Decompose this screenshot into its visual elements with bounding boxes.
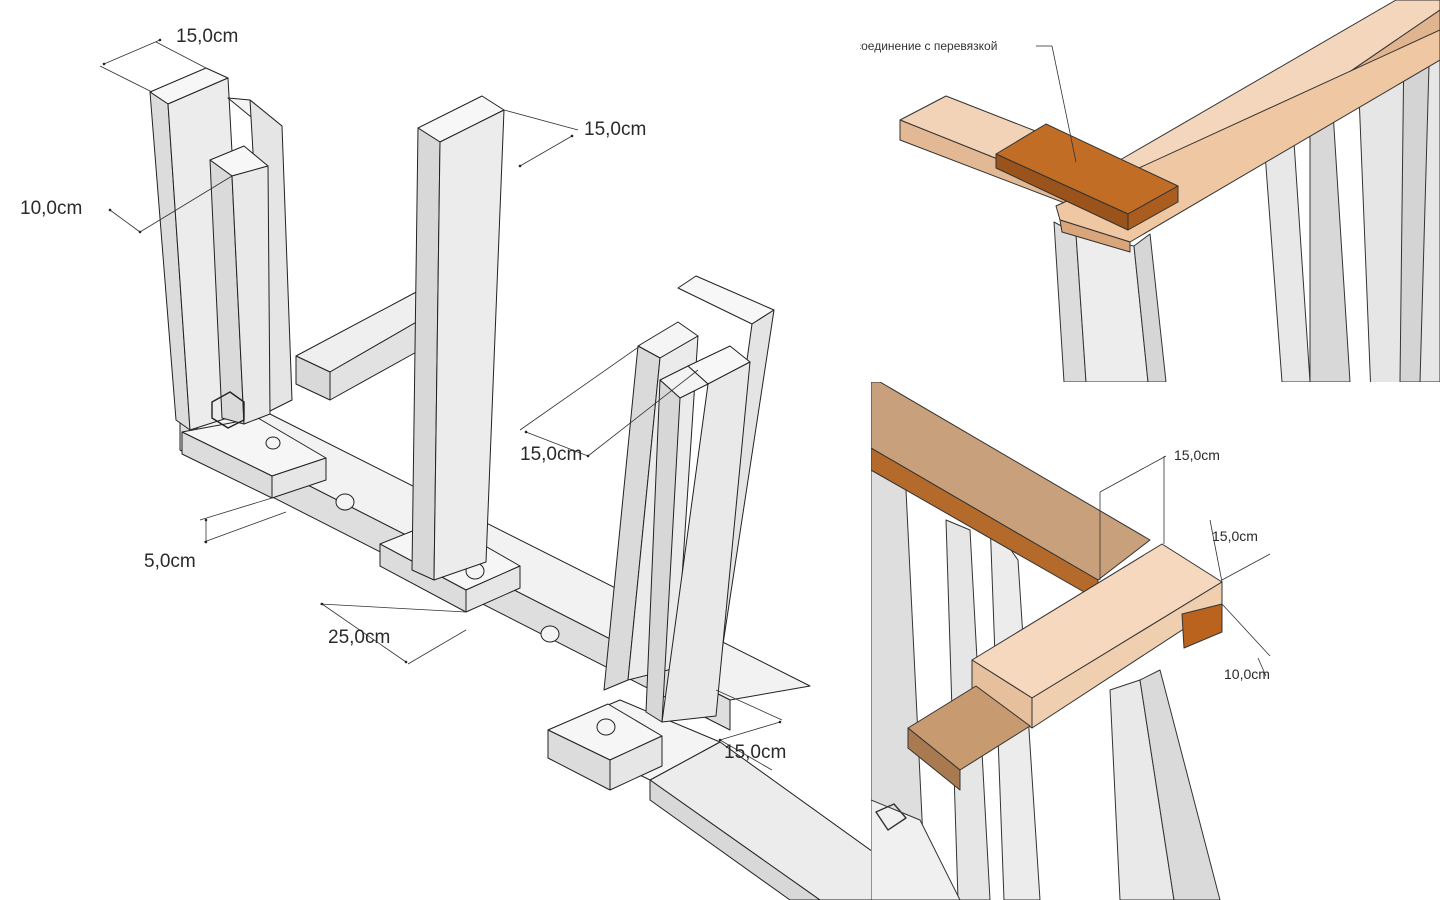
back-rail — [295, 289, 421, 401]
dim-beam-thickness: 5,0cm — [144, 551, 196, 572]
dim-right-post-width: 15,0cm — [520, 444, 582, 465]
inset-dim-top-width-b: 15,0cm — [1212, 528, 1258, 544]
dim-corner-width: 15,0cm — [724, 742, 786, 763]
top-right-inset: гвоздевое соединение с перевязкой — [796, 0, 1440, 382]
right-post — [603, 275, 775, 723]
dim-middle-post-width: 15,0cm — [584, 119, 646, 140]
dim-left-top-width: 15,0cm — [176, 26, 238, 47]
dimension-lines — [99, 38, 783, 771]
inset-dim-top-thickness: 10,0cm — [1224, 666, 1270, 682]
dimension-texts: 15,0cm 10,0cm 15,0cm 15,0cm 5,0cm 25,0cm… — [20, 26, 786, 763]
dim-post-spacing: 25,0cm — [328, 627, 390, 648]
dim-left-post-depth: 10,0cm — [20, 198, 82, 219]
joint-note-label: гвоздевое соединение с перевязкой — [796, 39, 997, 53]
inset-dim-top-width-a: 15,0cm — [1174, 447, 1220, 463]
middle-post — [411, 95, 505, 581]
left-post — [149, 67, 293, 431]
bottom-right-inset: 15,0cm 15,0cm 10,0cm — [871, 382, 1323, 900]
left-frame-drawing: 15,0cm 10,0cm 15,0cm 15,0cm 5,0cm 25,0cm… — [20, 26, 941, 900]
bolt-heads — [265, 436, 616, 736]
